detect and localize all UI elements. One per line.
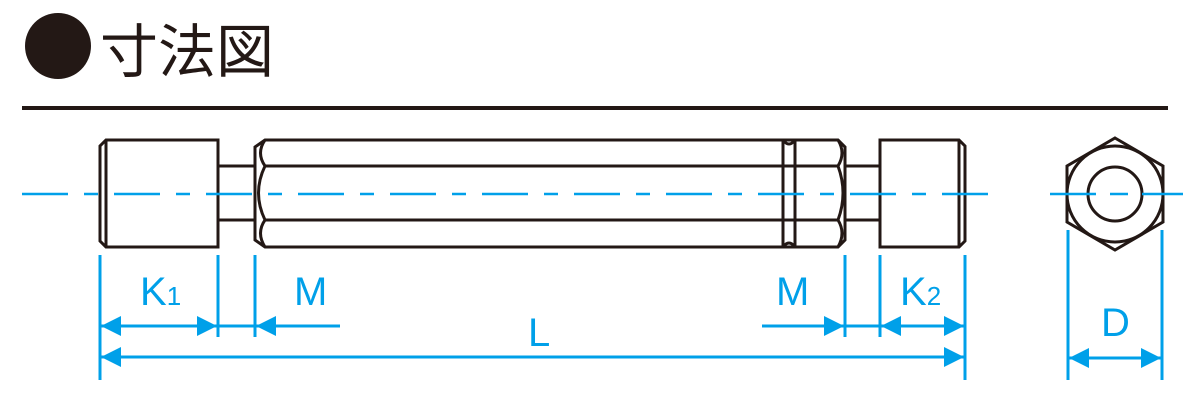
label-m-right: M (776, 270, 809, 314)
page-title: 寸法図 (100, 18, 274, 86)
dimensions: K1 M L M K2 D (98, 230, 1164, 380)
title-rule (22, 106, 1168, 110)
label-k2: K2 (900, 270, 941, 314)
label-d: D (1101, 301, 1130, 345)
label-m-left: M (294, 270, 327, 314)
end-view (1050, 136, 1183, 252)
label-k1: K1 (140, 270, 181, 314)
label-l: L (528, 311, 550, 355)
bullet-icon (25, 13, 91, 79)
side-view (22, 138, 995, 249)
